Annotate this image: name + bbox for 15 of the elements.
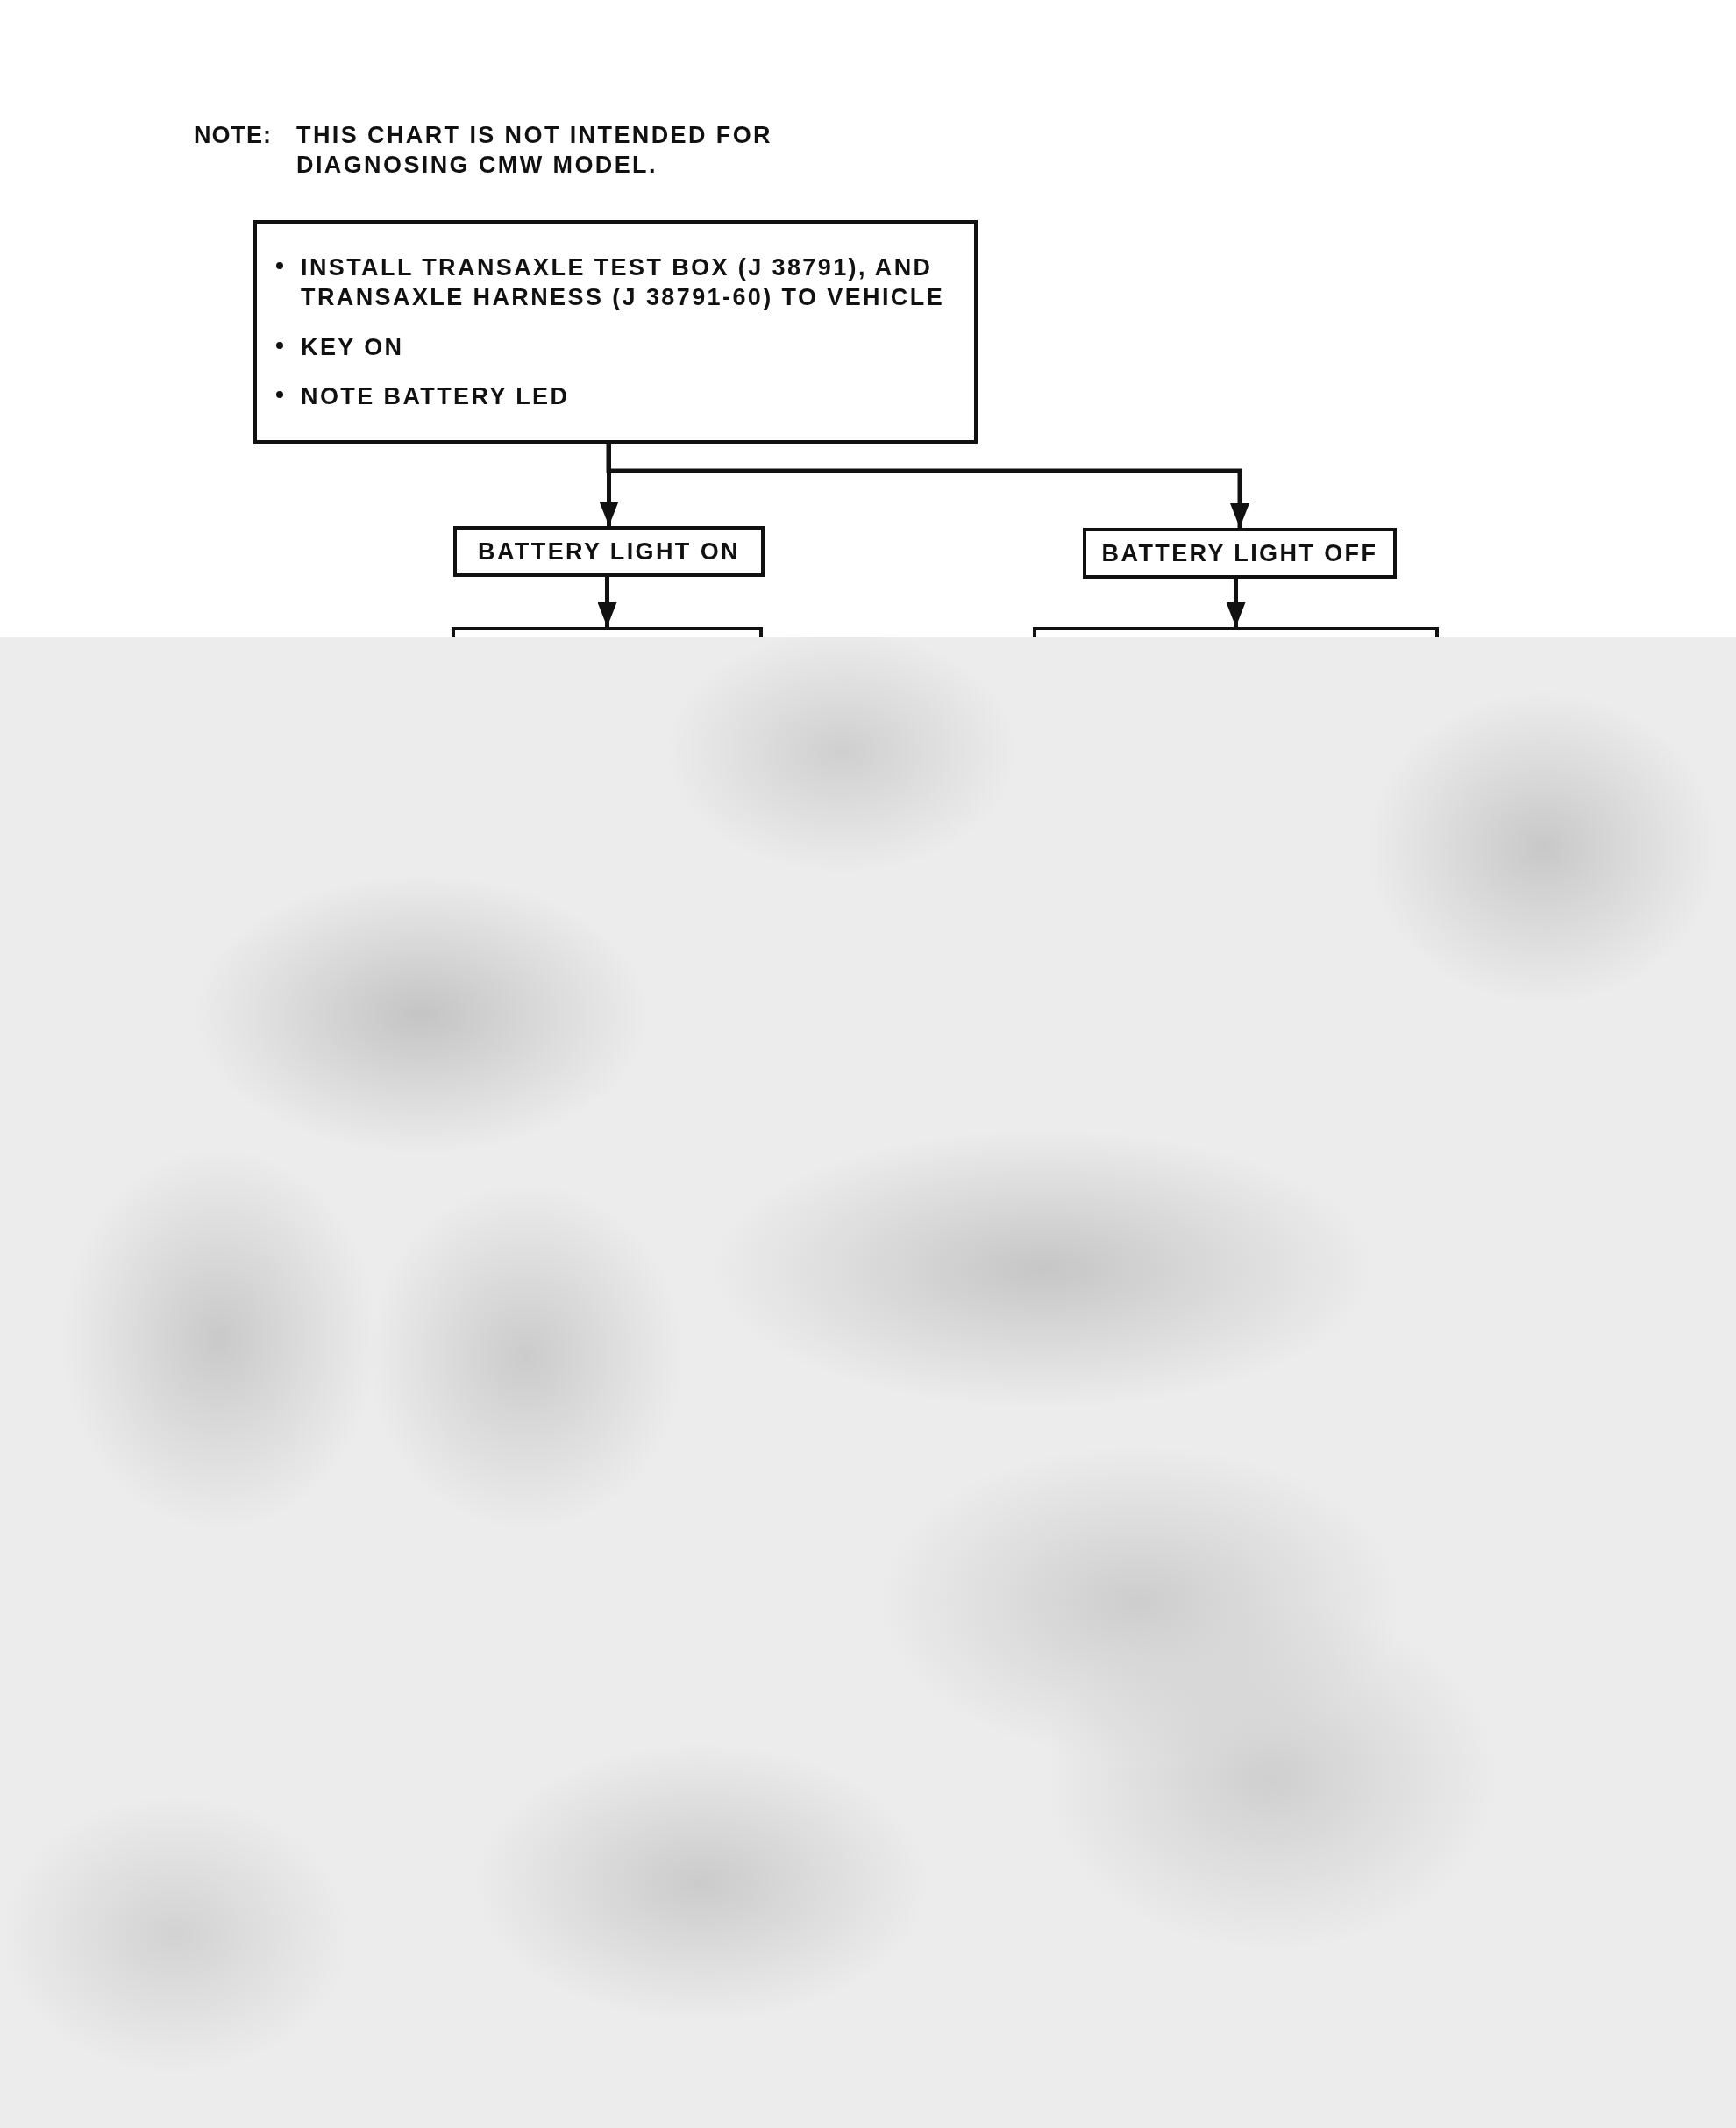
box-label: BATTERY LIGHT OFF bbox=[1101, 539, 1378, 567]
note-text: THIS CHART IS NOT INTENDED FOR DIAGNOSING CMW MODEL. bbox=[296, 121, 773, 180]
step-text: NOTE BATTERY LED bbox=[301, 382, 571, 412]
result-box bbox=[1083, 528, 1397, 579]
process-box bbox=[253, 220, 978, 444]
arrow bbox=[606, 444, 1249, 528]
step-text: INSTALL TRANSAXLE TEST BOX (J 38791), AND TRANSAXLE HARNESS (J 38791-60) TO VEHICLE bbox=[301, 253, 946, 312]
arrow bbox=[597, 577, 617, 627]
box-label: BATTERY LIGHT ON bbox=[478, 537, 740, 566]
step-text: KEY ON bbox=[301, 332, 405, 362]
arrow bbox=[1226, 579, 1246, 627]
process-box bbox=[1033, 627, 1439, 637]
note-heading: NOTE: bbox=[194, 121, 273, 150]
process-box bbox=[452, 627, 763, 637]
result-box bbox=[453, 526, 765, 577]
